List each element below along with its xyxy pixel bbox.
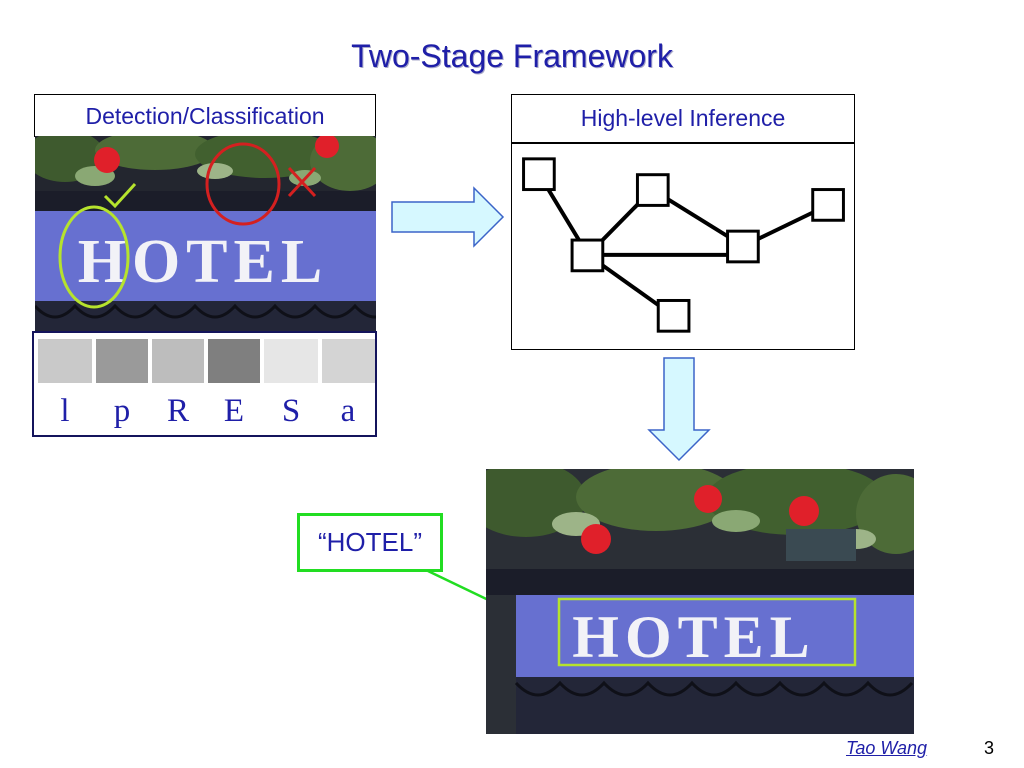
reject-circle <box>205 142 281 226</box>
graph-nodes <box>522 157 845 333</box>
char-label: E <box>223 393 245 429</box>
char-label: l <box>60 393 70 429</box>
sign-text: HOTEL <box>78 228 329 296</box>
recognized-word-box <box>557 597 857 667</box>
right-arrow-icon <box>391 186 505 248</box>
high-level-inference-label: High-level Inference <box>511 94 855 143</box>
foliage <box>486 469 914 561</box>
char-patch <box>208 339 260 383</box>
char-patch <box>264 339 318 383</box>
sign-text: HOTEL <box>572 604 815 670</box>
char-patch <box>96 339 148 383</box>
detection-classification-label: Detection/Classification <box>34 94 376 137</box>
hotel-sign-photo-result: HOTEL <box>486 469 914 734</box>
char-label: R <box>166 393 189 429</box>
accept-circle <box>58 205 130 309</box>
footer-author[interactable]: Tao Wang <box>846 738 928 758</box>
cross-mark-icon <box>287 166 317 198</box>
character-patches-strip: l p R E S a <box>32 331 377 437</box>
check-mark-icon <box>103 182 137 209</box>
graph-node <box>656 298 691 333</box>
char-label: a <box>340 393 356 429</box>
hotel-sign-photo-detection: HOTEL <box>35 136 376 331</box>
page-number: 3 <box>984 738 995 758</box>
char-label: S <box>281 393 301 429</box>
inference-graph <box>511 143 855 350</box>
graph-node <box>570 238 605 273</box>
graph-node <box>726 229 760 264</box>
graph-node <box>522 157 556 192</box>
slide-title: Two-Stage Framework <box>351 38 673 74</box>
graph-node <box>811 188 845 222</box>
result-label: “HOTEL” <box>297 513 443 572</box>
foliage <box>35 136 376 191</box>
char-patch <box>322 339 375 383</box>
char-patch <box>38 339 92 383</box>
down-arrow-icon <box>647 357 711 462</box>
graph-node <box>635 173 670 207</box>
char-label: p <box>113 393 131 429</box>
char-patch <box>152 339 204 383</box>
